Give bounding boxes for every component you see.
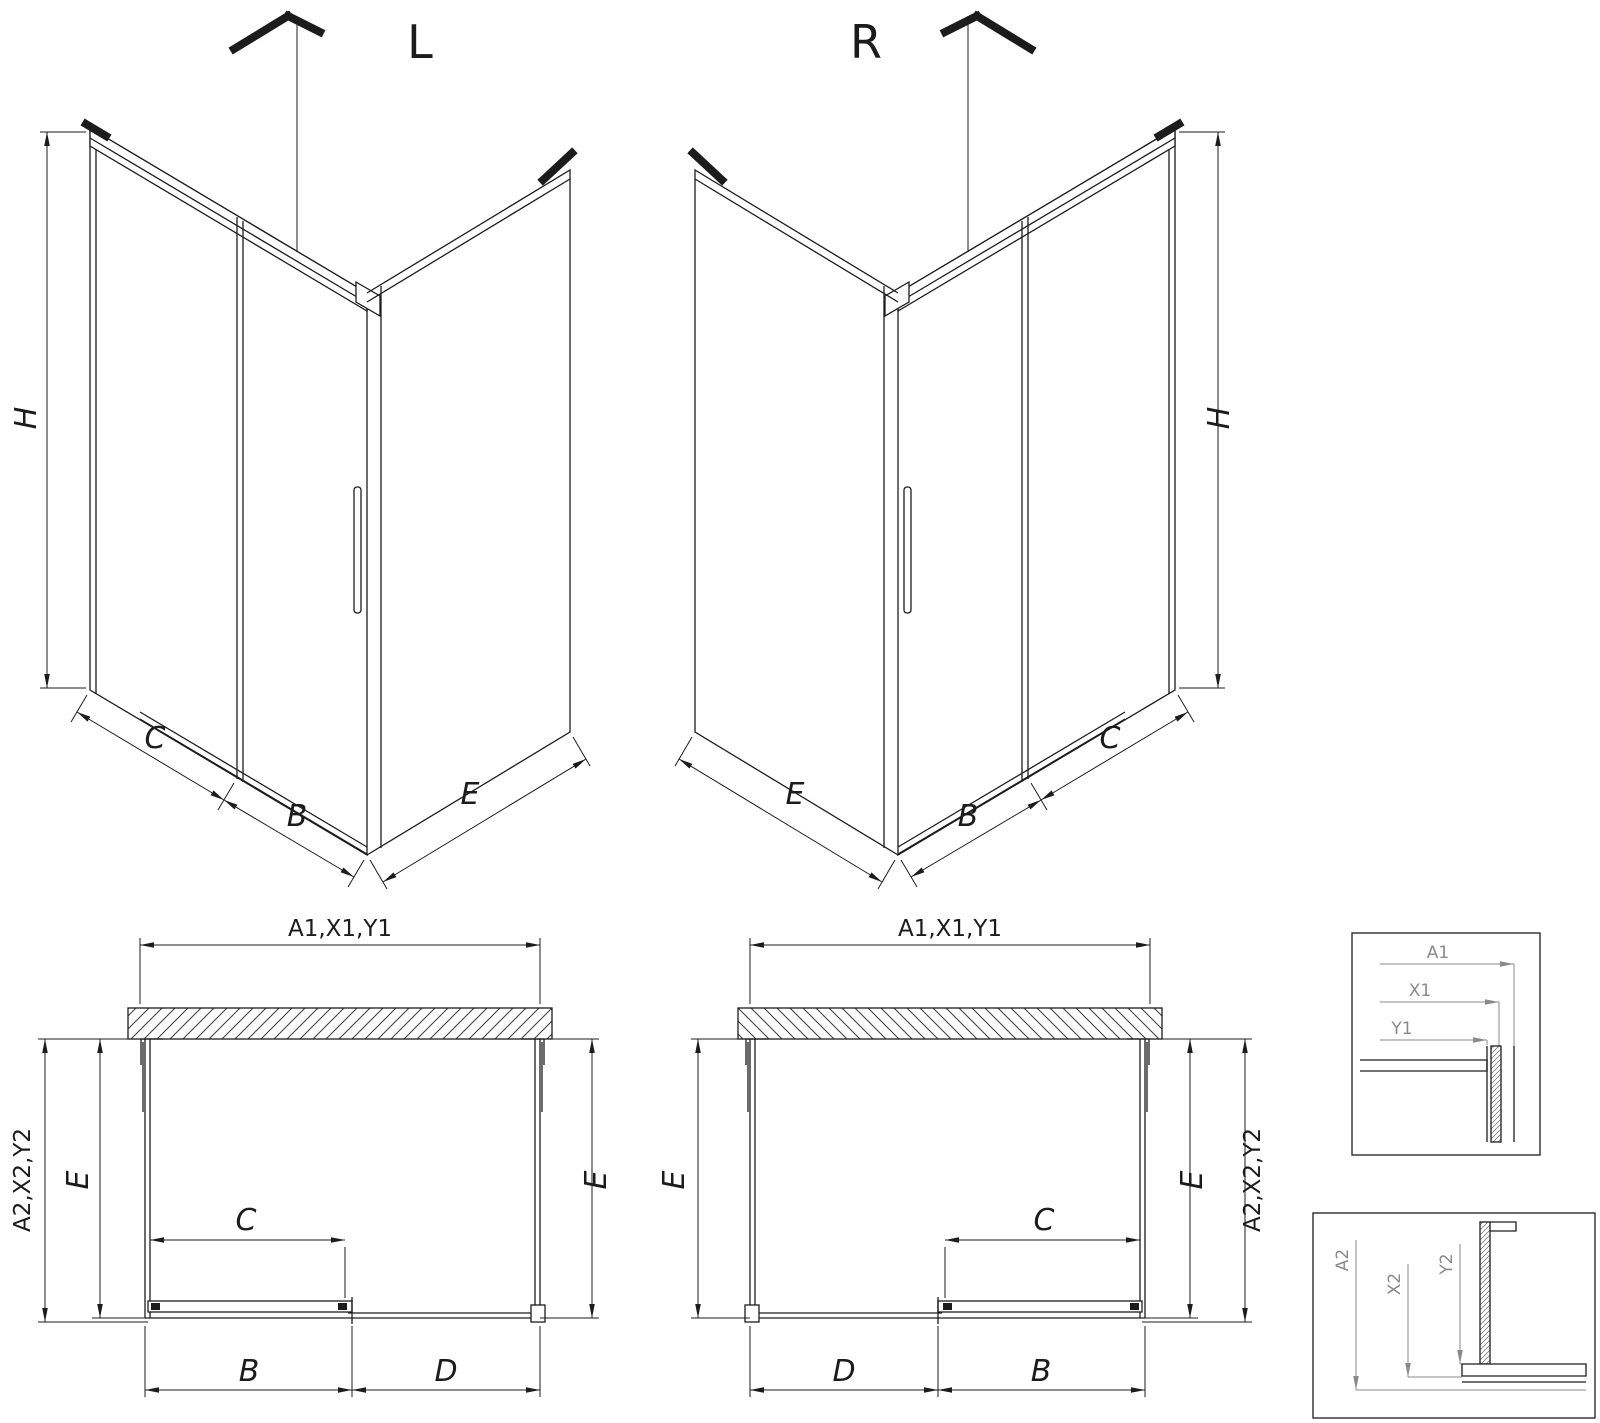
iso-left-dim-fixed-width: C [145,721,166,756]
iso-right-dim-height: H [1202,407,1237,430]
plan-left-dim-depth-right: E [579,1170,614,1189]
plan-left-dim-depth-left: E [61,1170,96,1189]
plan-right-dim-width-total: A1,X1,Y1 [898,916,1002,942]
iso-right-title: R [850,15,882,69]
detail-view-top: A1 X1 Y1 [1351,932,1541,1156]
plan-right-dim-depth-left: E [657,1170,692,1189]
detail-bottom-frame [1312,1212,1596,1419]
plan-view-right: A1,X1,Y1 A2,X2,Y2 E E C B D [657,916,1266,1397]
detail-top-label-x1: X1 [1409,981,1431,1001]
iso-right-dim-door-width: B [958,799,979,834]
plan-right-dim-depth-right: E [1175,1170,1210,1189]
detail-bottom-label-y2: Y2 [1437,1253,1457,1275]
plan-left-dim-door: B [239,1354,260,1389]
detail-top-profile-drawing [1360,1045,1515,1143]
plan-left-dim-fixed: D [434,1354,457,1389]
plan-left-geometry [127,1007,553,1325]
iso-left-dim-door-width: B [287,799,308,834]
detail-bottom-profile-drawing [1461,1221,1587,1383]
iso-view-right: R H C B E [675,15,1237,889]
iso-right-dim-fixed-width: C [1100,721,1121,756]
plan-right-dimension-lines [691,938,1252,1397]
plan-left-dim-depth-total: A2,X2,Y2 [10,1128,36,1232]
plan-right-dim-fixed: D [832,1354,855,1389]
iso-right-dim-depth: E [786,777,805,812]
iso-left-title: L [407,15,433,69]
iso-left-dimension-lines [40,132,590,889]
detail-bottom-label-x2: X2 [1385,1273,1405,1295]
plan-left-dim-opening: C [236,1203,257,1238]
iso-view-left: L H C B E [9,15,590,889]
plan-right-geometry [737,1007,1163,1325]
plan-left-dim-width-total: A1,X1,Y1 [288,916,392,942]
plan-view-left: A1,X1,Y1 A2,X2,Y2 E E C B D [10,916,614,1397]
iso-left-dim-height: H [9,407,44,430]
detail-top-label-a1: A1 [1427,943,1449,963]
plan-right-dim-door: B [1031,1354,1052,1389]
detail-top-frame [1351,932,1541,1156]
detail-top-label-y1: Y1 [1390,1019,1412,1039]
detail-view-bottom: A2 X2 Y2 [1312,1212,1596,1419]
plan-left-dimension-lines [38,938,599,1397]
plan-right-dim-opening: C [1034,1203,1055,1238]
iso-left-dim-depth: E [461,777,480,812]
iso-right-dimension-lines [675,132,1225,889]
detail-bottom-label-a2: A2 [1333,1249,1353,1271]
plan-right-dim-depth-total: A2,X2,Y2 [1240,1128,1266,1232]
